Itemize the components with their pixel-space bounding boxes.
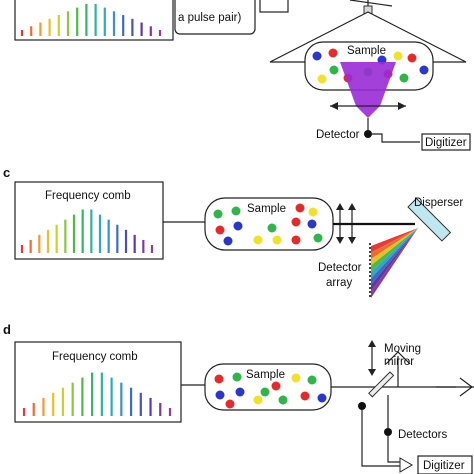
detector-array-label-1: Detector [318,262,362,274]
purple-beam [340,62,396,106]
disperser-label: Disperser [414,197,463,209]
moving-mirror [385,351,411,365]
sample-particle [231,206,241,216]
moving-mirror-label-1: Moving [384,343,421,355]
digitizer-box-d [417,455,473,474]
panel-b: a pulse pair) Sample Detector Digitizer [14,0,471,151]
sample-particle [278,395,288,405]
scan-arrow-left [330,102,338,110]
sample-particle [235,387,245,397]
sample-particle [399,73,409,83]
digitizer-label-b: Digitizer [425,137,467,149]
comb-label-d: Frequency comb [52,351,138,363]
sample-particle [295,203,305,213]
disperser [407,197,452,242]
sample-label-b: Sample [347,45,386,57]
sample-particle [407,53,417,63]
sample-label-c: Sample [247,203,286,215]
sample-particle [313,233,323,243]
detector-label-b: Detector [316,129,360,141]
sample-particle [328,48,338,58]
top-small-box [259,0,289,13]
detector-array-label-2: array [326,277,352,289]
sample-particle [271,381,281,391]
detector-wire-b [372,133,420,143]
sample-particle [307,219,317,229]
sample-particle [214,374,224,384]
sample-particle [272,235,282,245]
detector-dot-d2 [384,428,392,436]
sample-dots-d [214,372,327,409]
panel-d: d Frequency comb Sample Moving mirror De… [3,322,474,474]
sample-particle [232,372,242,382]
detectors-label: Detectors [398,429,447,441]
sample-particle [215,390,225,400]
sample-particle [291,235,301,245]
frequency-comb-c [20,209,154,253]
comb-box-top [14,0,174,41]
panel-c: c Frequency comb Sample Disperser Detect… [3,165,463,298]
scan-arrow-right [398,102,406,110]
sample-particle [307,375,317,385]
frequency-comb-top [20,3,162,36]
spectrum-band [371,228,418,298]
sample-particle [213,209,223,219]
sample-particle [329,65,339,75]
sample-particle [300,391,310,401]
sample-particle [267,223,277,233]
purple-beam-tip [356,106,380,118]
sample-label-d: Sample [246,369,285,381]
sample-particle [223,236,233,246]
dispersed-spectrum [371,228,418,298]
frequency-comb-d [22,372,172,416]
detector-dot-d1 [358,402,366,410]
sample-particle [317,393,327,403]
sample-particle [225,399,235,409]
sample-particle [253,395,263,405]
comb-label-c: Frequency comb [45,190,131,202]
sample-dots-c [213,203,323,246]
pulse-text: a pulse pair) [178,12,241,24]
sample-particle [308,207,318,217]
sample-particle [260,387,270,397]
amplifier [399,457,413,473]
pulse-text-box [174,0,256,35]
panel-c-letter: c [3,165,10,180]
panel-d-letter: d [3,322,11,337]
top-diagonal [349,0,393,7]
sample-particle [215,225,225,235]
sample-particle [291,373,301,383]
sample-particle [317,74,327,84]
detector-wire-d2 [387,436,400,463]
sample-particle [312,51,322,61]
digitizer-box-b [421,133,471,151]
sample-particle [419,65,429,75]
detector-dot-b [364,130,372,138]
mirror-arrow-up [368,340,376,347]
detector-wire-d3 [361,458,402,467]
sample-particle [393,51,403,61]
digitizer-label-d: Digitizer [423,460,465,472]
sample-particle [253,235,263,245]
mirror-arrow-down [368,369,376,376]
beam-splitter-d [368,371,395,398]
vertical-arrows-c [336,203,356,244]
sample-particle [233,221,243,231]
retro-mirror [459,377,473,397]
sample-particle [291,217,301,227]
moving-mirror-label-2: mirror [384,356,414,368]
